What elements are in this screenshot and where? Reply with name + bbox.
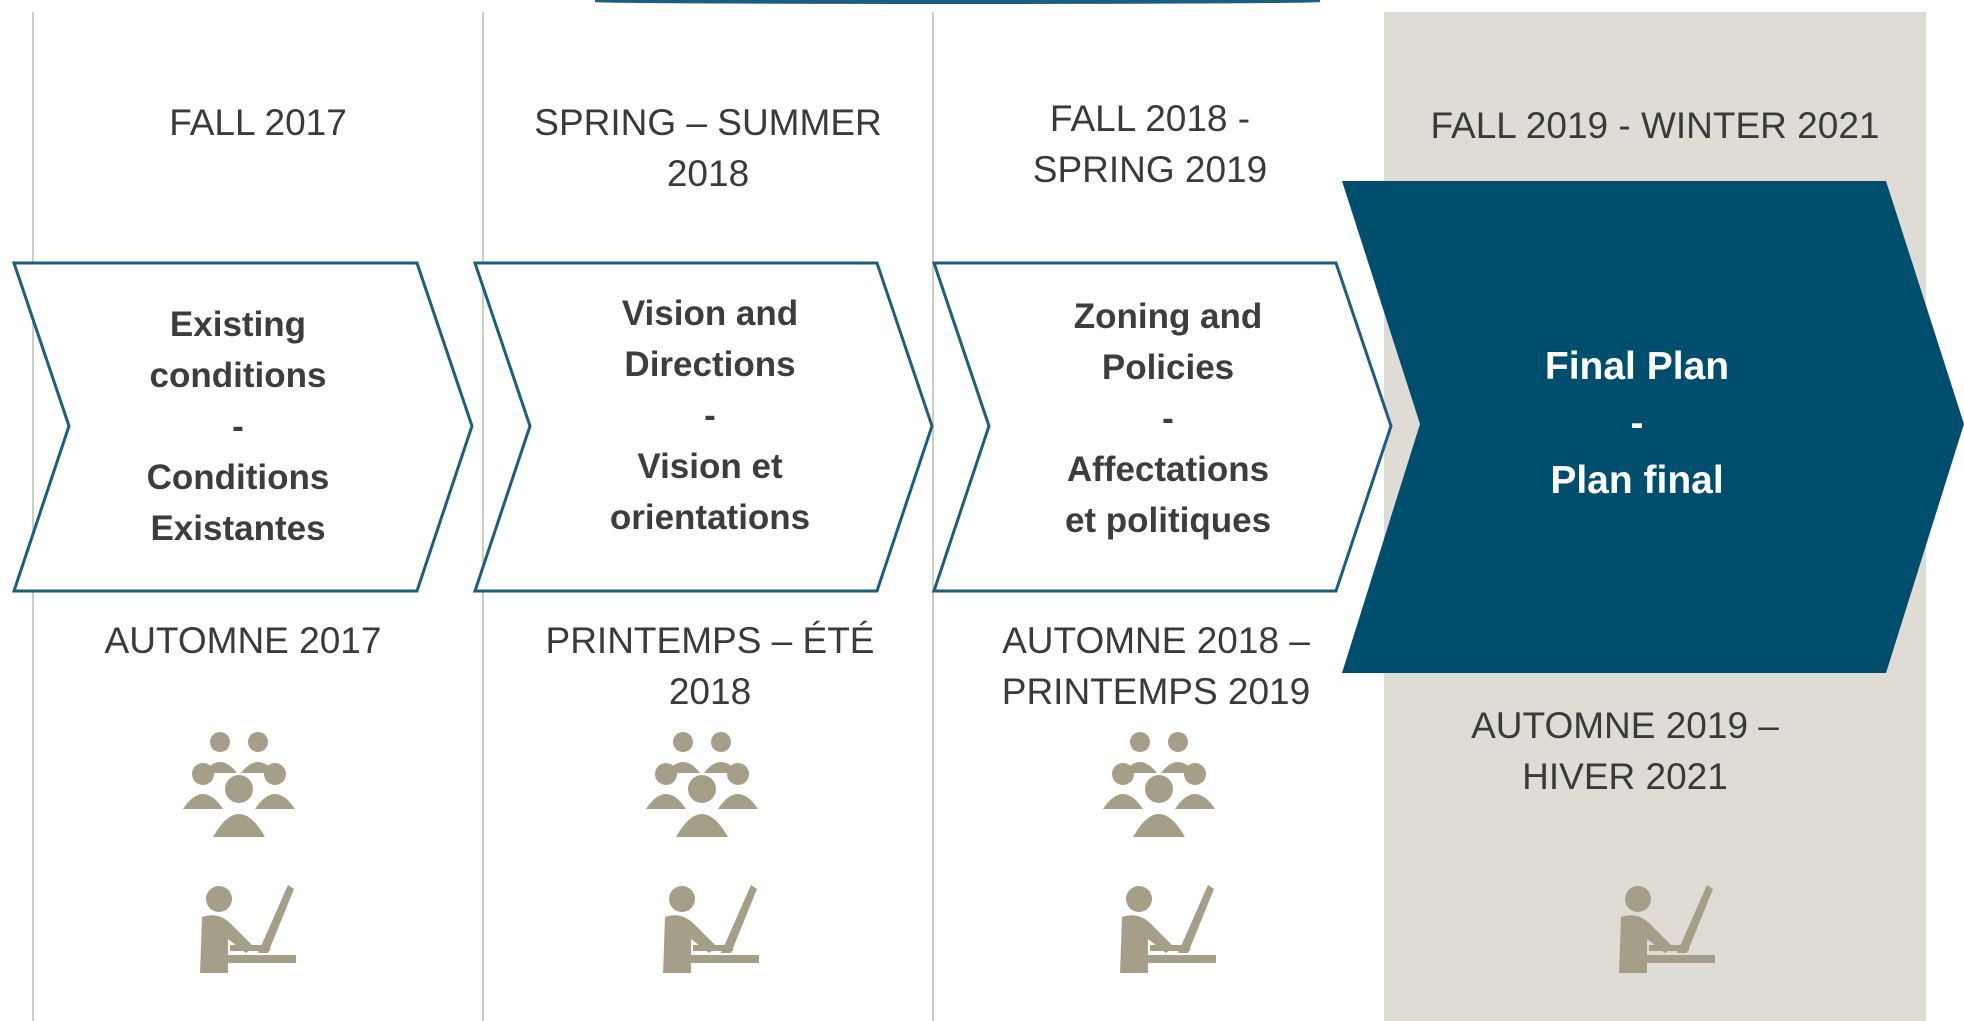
period-fr-3: AUTOMNE 2018 – PRINTEMPS 2019 <box>1001 620 1311 712</box>
group-icon <box>183 732 295 837</box>
chevron-vision <box>472 261 934 593</box>
computer-user-icon <box>1120 885 1216 973</box>
chevron-existing-conditions <box>11 261 474 593</box>
computer-user-icon <box>663 885 759 973</box>
column-divider <box>932 12 934 1021</box>
stage-label-2: Vision and Directions - Vision et orient… <box>609 294 811 537</box>
column-divider <box>32 12 34 1021</box>
stage-label-3: Zoning and Policies - Affectations et po… <box>1064 297 1272 540</box>
computer-user-icon <box>1619 885 1715 973</box>
computer-user-icon <box>200 885 296 973</box>
period-fr-1: AUTOMNE 2017 <box>104 620 382 661</box>
period-fr-4: AUTOMNE 2019 – HIVER 2021 <box>1471 705 1779 797</box>
column-divider <box>482 12 484 1021</box>
top-accent-bar <box>595 0 1320 4</box>
period-fr-2: PRINTEMPS – ÉTÉ 2018 <box>545 620 875 712</box>
period-en-2: SPRING – SUMMER 2018 <box>534 102 882 194</box>
period-en-3: FALL 2018 - SPRING 2019 <box>1032 98 1268 190</box>
period-en-4: FALL 2019 - WINTER 2021 <box>1430 105 1880 146</box>
group-icon <box>1103 732 1215 837</box>
stage-label-1: Existing conditions - Conditions Existan… <box>146 305 330 548</box>
group-icon <box>646 732 758 837</box>
period-en-1: FALL 2017 <box>169 102 347 143</box>
chevron-zoning <box>931 261 1393 593</box>
chevron-final-plan <box>1342 181 1964 673</box>
stage-label-4: Final Plan - Plan final <box>1544 345 1730 502</box>
